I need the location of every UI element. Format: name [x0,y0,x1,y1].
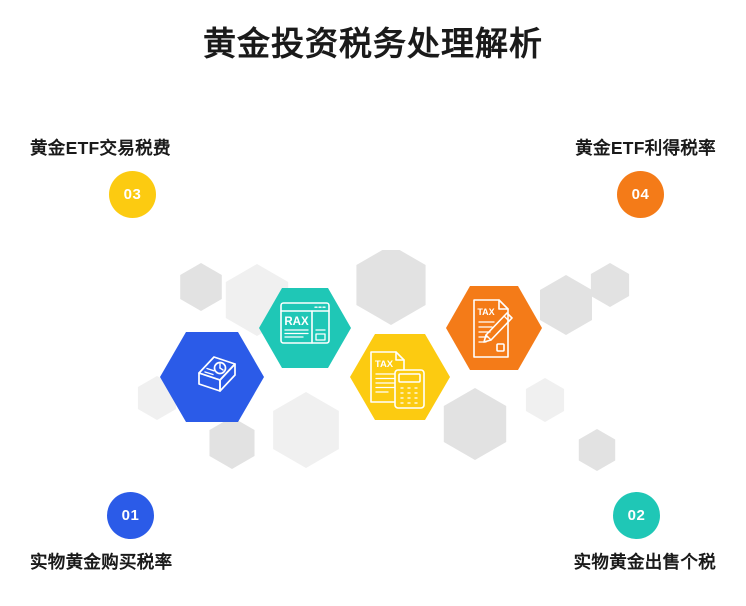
number-badge-02[interactable]: 02 [613,492,660,539]
decorative-hexagon [590,263,630,307]
tax-newspaper-icon: RAX [280,302,330,344]
decorative-hexagon [540,275,592,335]
decorative-hexagon [180,263,222,311]
decorative-hexagon [273,392,339,468]
callout-label-04: 黄金ETF利得税率 [575,138,716,158]
hex-tax-form[interactable]: TAX [446,286,542,370]
callout-label-02: 实物黄金出售个税 [573,552,716,572]
newspaper-icon-text: RAX [284,316,309,328]
hexagon-cluster: RAX [0,250,746,490]
decorative-hexagon [209,417,255,469]
gold-bar-icon [198,356,236,392]
tax-form-pen-icon: TAX [473,299,513,358]
content-hexagons: RAX [160,286,542,422]
decorative-hexagon [525,378,565,422]
callout-label-01: 实物黄金购买税率 [30,552,173,572]
hex-gold-bar[interactable] [160,332,264,422]
number-badge-03[interactable]: 03 [109,171,156,218]
tax-form-icon-text: TAX [477,307,494,317]
decorative-hexagon [443,388,507,460]
callout-label-03: 黄金ETF交易税费 [30,138,171,158]
tax-calculator-icon: TAX [370,351,425,409]
page-title: 黄金投资税务处理解析 [203,25,543,62]
decorative-hexagon [356,250,426,325]
number-badge-04[interactable]: 04 [617,171,664,218]
decorative-hexagon [578,429,616,471]
decorative-hexagons [137,250,630,471]
tax-doc-icon-text: TAX [375,359,394,370]
number-badge-01[interactable]: 01 [107,492,154,539]
hex-tax-calculator[interactable]: TAX [350,334,450,420]
hex-tax-newspaper[interactable]: RAX [259,288,351,368]
